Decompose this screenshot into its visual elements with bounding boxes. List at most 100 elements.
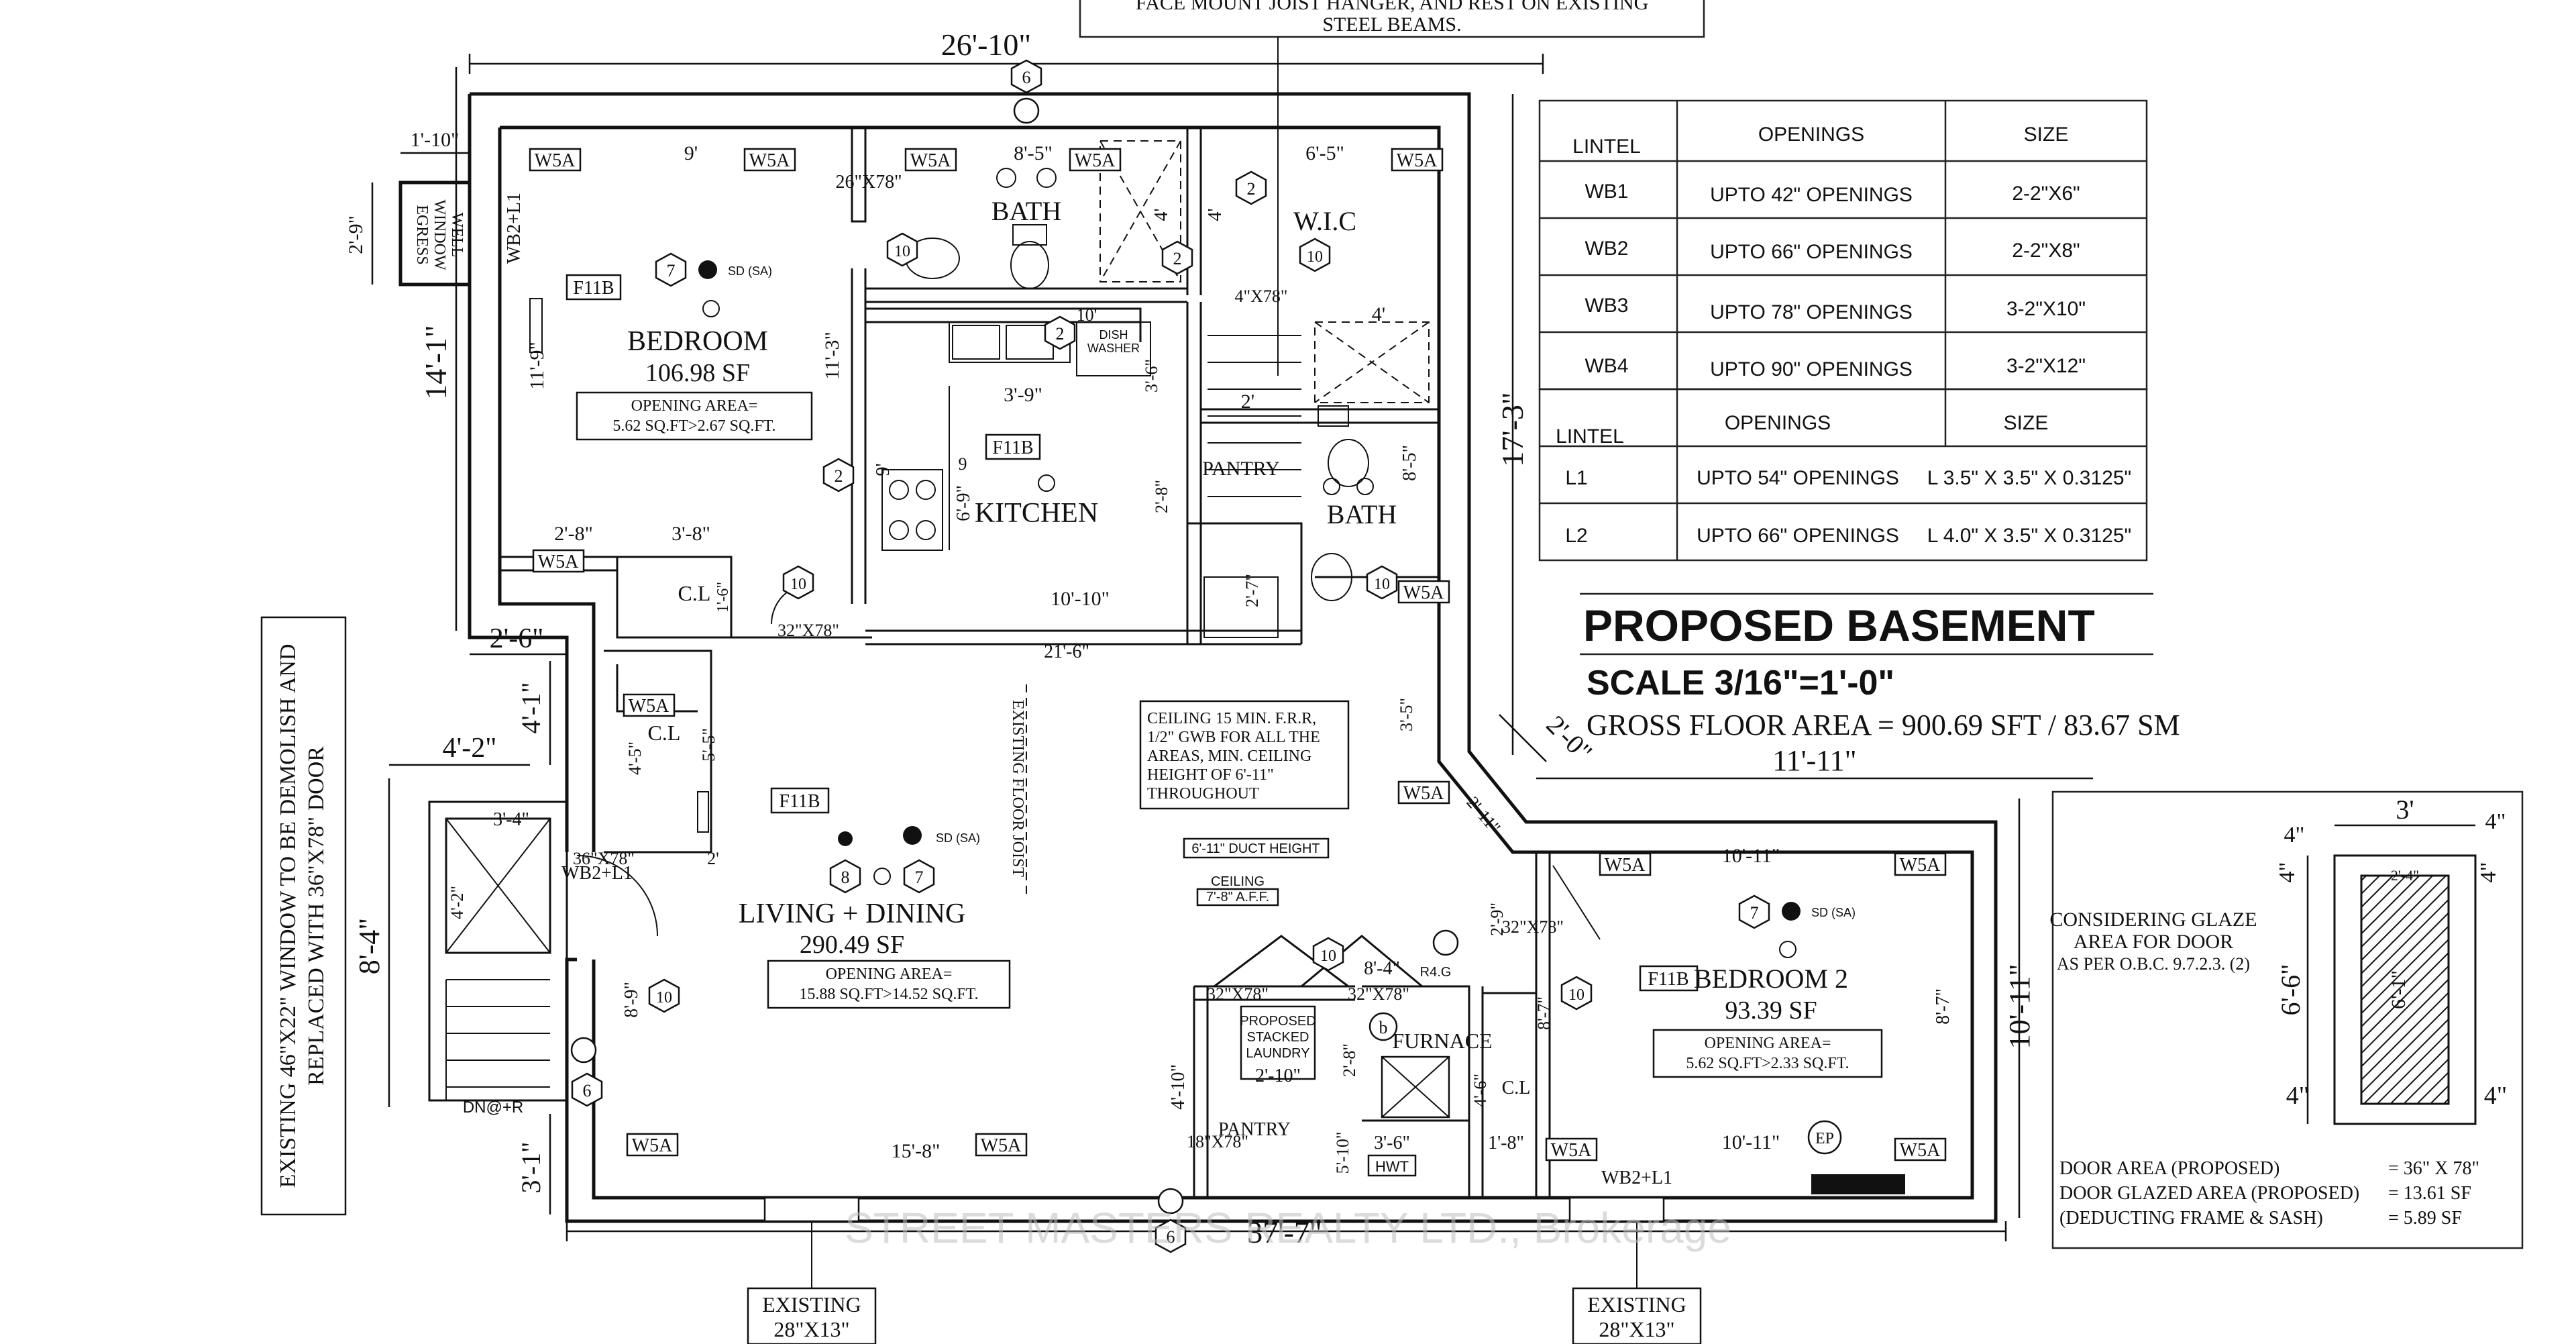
egress-window-well: 1'-10" 2'-9" EGRESS WINDOW WELL WB2+L1	[345, 129, 525, 287]
wb-row1-size: 2-2"X6"	[2012, 183, 2080, 205]
closet-label-2: C.L	[648, 721, 681, 745]
living-area: 290.49 SF	[800, 931, 904, 959]
dim-left-8-4: 8'-4"	[353, 918, 386, 975]
wb-row4-size: 3-2"X12"	[2006, 355, 2086, 377]
l-header-lintel: LINTEL	[1556, 425, 1624, 448]
wb2l1-tag-egress: WB2+L1	[504, 193, 525, 264]
f11b-tag-bedroom2: F11B	[1648, 969, 1688, 990]
room-laundry: PROPOSED STACKED LAUNDRY 2'-10" 32"X78" …	[1168, 935, 1349, 1110]
dim-2-9-bedroom2: 2'-9"	[1487, 902, 1507, 936]
dim-32x78-laundry: 32"X78"	[1207, 984, 1269, 1004]
dim-18x78: 18"X78"	[1187, 1132, 1248, 1151]
bedroom2-name: BEDROOM 2	[1694, 964, 1848, 994]
wb-row1-lintel: WB1	[1585, 180, 1628, 203]
tag-2-left: 2	[835, 466, 843, 486]
ceiling-note-line-2: 1/2" GWB FOR ALL THE	[1147, 729, 1320, 746]
top-note: FACE MOUNT JOIST HANGER, AND REST ON EXI…	[1079, 0, 1705, 376]
dim-left-3-1: 3'-1"	[516, 1142, 546, 1194]
tag-8-living: 8	[841, 868, 850, 887]
living-opening-label: OPENING AREA=	[826, 966, 953, 983]
title-main: PROPOSED BASEMENT	[1583, 601, 2095, 650]
wic-name: W.I.C	[1293, 206, 1356, 236]
ceiling-aff-line-2: 7'-8" A.F.F.	[1206, 890, 1269, 904]
room-bath-2: BATH 4' 8'-5"	[1311, 303, 1420, 601]
door-side-right: 4"	[2476, 862, 2501, 883]
dim-8-7-b: 8'-7"	[1933, 988, 1953, 1025]
r4g-label: R4.G	[1420, 965, 1452, 980]
room-living-dining: F11B SD (SA) 8 7 LIVING + DINING 290.49 …	[739, 684, 1027, 1162]
dim-10-10: 10'-10"	[1051, 588, 1110, 610]
w5a-tag-3: W5A	[910, 150, 951, 171]
top-note-line2: STEEL BEAMS.	[1322, 13, 1461, 36]
living-opening-value: 15.88 SQ.FT>14.52 SQ.FT.	[799, 986, 978, 1003]
dim-26x78: 26"X78"	[835, 172, 902, 193]
closet-label-3: C.L	[1502, 1078, 1531, 1098]
room-wic: W.I.C 6'-5" 4"X78" 4' 4'	[1151, 142, 1356, 306]
tag-2-wic: 2	[1247, 179, 1256, 199]
door-detail-title-2: AREA FOR DOOR	[2074, 931, 2233, 953]
dim-2-pantry: 2'	[1241, 391, 1254, 413]
wb-header-lintel: LINTEL	[1572, 136, 1641, 158]
dim-6-5: 6'-5"	[1305, 142, 1344, 164]
w5a-tag-2: W5A	[749, 150, 790, 171]
existing-window-note-line2: REPLACED WITH 36"X78" DOOR	[304, 746, 329, 1086]
door-detail-title-3: AS PER O.B.C. 9.7.2.3. (2)	[2057, 954, 2250, 974]
l-header-size: SIZE	[2004, 412, 2049, 434]
existing-window-left-label: EXISTING	[762, 1292, 861, 1316]
tag-2-kitchen: 2	[1056, 324, 1065, 344]
door-bottom-left: 4"	[2286, 1082, 2310, 1110]
dim-6-9: 6'-9"	[953, 485, 974, 521]
door-side-left: 4"	[2275, 862, 2300, 883]
l-row2-lintel: L2	[1565, 525, 1587, 547]
tag-7-bedroom: 7	[667, 261, 676, 280]
door-area-label-3: (DEDUCTING FRAME & SASH)	[2059, 1208, 2323, 1229]
dim-2-7: 2'-7"	[1242, 574, 1262, 607]
dim-9: 9'	[684, 142, 698, 164]
existing-window-note: EXISTING 46"X22" WINDOW TO BE DEMOLISH A…	[260, 616, 347, 1216]
dim-4-5: 4'-5"	[625, 741, 645, 775]
room-bedroom-2: F11B 7 SD (SA) BEDROOM 2 93.39 SF OPENIN…	[1397, 698, 1953, 1155]
door-inner-height: 6'-1"	[2387, 970, 2410, 1009]
dim-2-10: 2'-10"	[1255, 1066, 1301, 1086]
dim-4-wic-b: 4'	[1205, 208, 1226, 221]
dim-8-7-a: 8'-7"	[1534, 996, 1554, 1030]
dim-32x78-1: 32"X78"	[777, 621, 839, 640]
laundry-line-2: STACKED	[1247, 1030, 1309, 1045]
door-height: 6'-6"	[2275, 964, 2306, 1016]
dim-right-10-11: 10'-11"	[2003, 964, 2036, 1049]
ceiling-note-line-5: THROUGHOUT	[1147, 785, 1259, 803]
wb-header-size: SIZE	[2024, 123, 2069, 146]
dim-3-6-hwt: 3'-6"	[1374, 1133, 1410, 1153]
w5a-tag-15: W5A	[1900, 1140, 1941, 1161]
dim-2-9: 2'-9"	[345, 215, 367, 254]
dim-10-11-top: 10'-11"	[1722, 845, 1780, 867]
dim-11-9: 11'-9"	[526, 342, 548, 390]
lintel-table-l: LINTEL OPENINGS SIZE L1 UPTO 54" OPENING…	[1538, 388, 2148, 562]
tag-b-furnace: b	[1379, 1018, 1388, 1037]
lintel-table-wb: LINTEL OPENINGS SIZE WB1 UPTO 42" OPENIN…	[1538, 99, 2148, 391]
existing-window-left-size: 28"X13"	[773, 1317, 849, 1341]
top-note-line1: FACE MOUNT JOIST HANGER, AND REST ON EXI…	[1136, 0, 1649, 14]
room-bedroom: F11B 7 SD (SA) BEDROOM 106.98 SF OPENING…	[526, 142, 813, 545]
closet-bedroom: C.L 1'-6" 32"X78"	[678, 581, 839, 640]
f11b-tag-kitchen: F11B	[992, 437, 1033, 458]
stairs-interior	[1099, 140, 1430, 523]
furnace-name: FURNACE	[1392, 1029, 1492, 1053]
door-inner-top: 2'-4"	[2391, 867, 2419, 884]
dim-5-5: 5'-5"	[699, 728, 718, 762]
bedroom2-opening-label: OPENING AREA=	[1705, 1035, 1831, 1052]
wb-row3-size: 3-2"X10"	[2006, 298, 2086, 320]
wb-row4-openings: UPTO 90" OPENINGS	[1710, 358, 1913, 380]
duct-height-label: 6'-11" DUCT HEIGHT	[1191, 841, 1320, 856]
wb-row1-openings: UPTO 42" OPENINGS	[1710, 184, 1913, 206]
wb2l1-tag-bottom: WB2+L1	[1601, 1168, 1672, 1188]
title-scale: SCALE 3/16"=1'-0"	[1587, 664, 1894, 703]
dim-32x78-furnace: 32"X78"	[1348, 984, 1409, 1004]
living-name: LIVING + DINING	[739, 898, 966, 929]
l-row1-size: L 3.5" X 3.5" X 0.3125"	[1927, 467, 2131, 489]
pantry2-name: PANTRY	[1218, 1119, 1291, 1140]
tag-10-closet: 10	[790, 576, 806, 593]
bedroom2-opening-value: 5.62 SQ.FT>2.33 SQ.FT.	[1686, 1055, 1849, 1072]
hallway-labels: 3'-4" 4'-2" 36"X78" 2' 8'-9" 21'-6" 32"X…	[447, 641, 1089, 1018]
